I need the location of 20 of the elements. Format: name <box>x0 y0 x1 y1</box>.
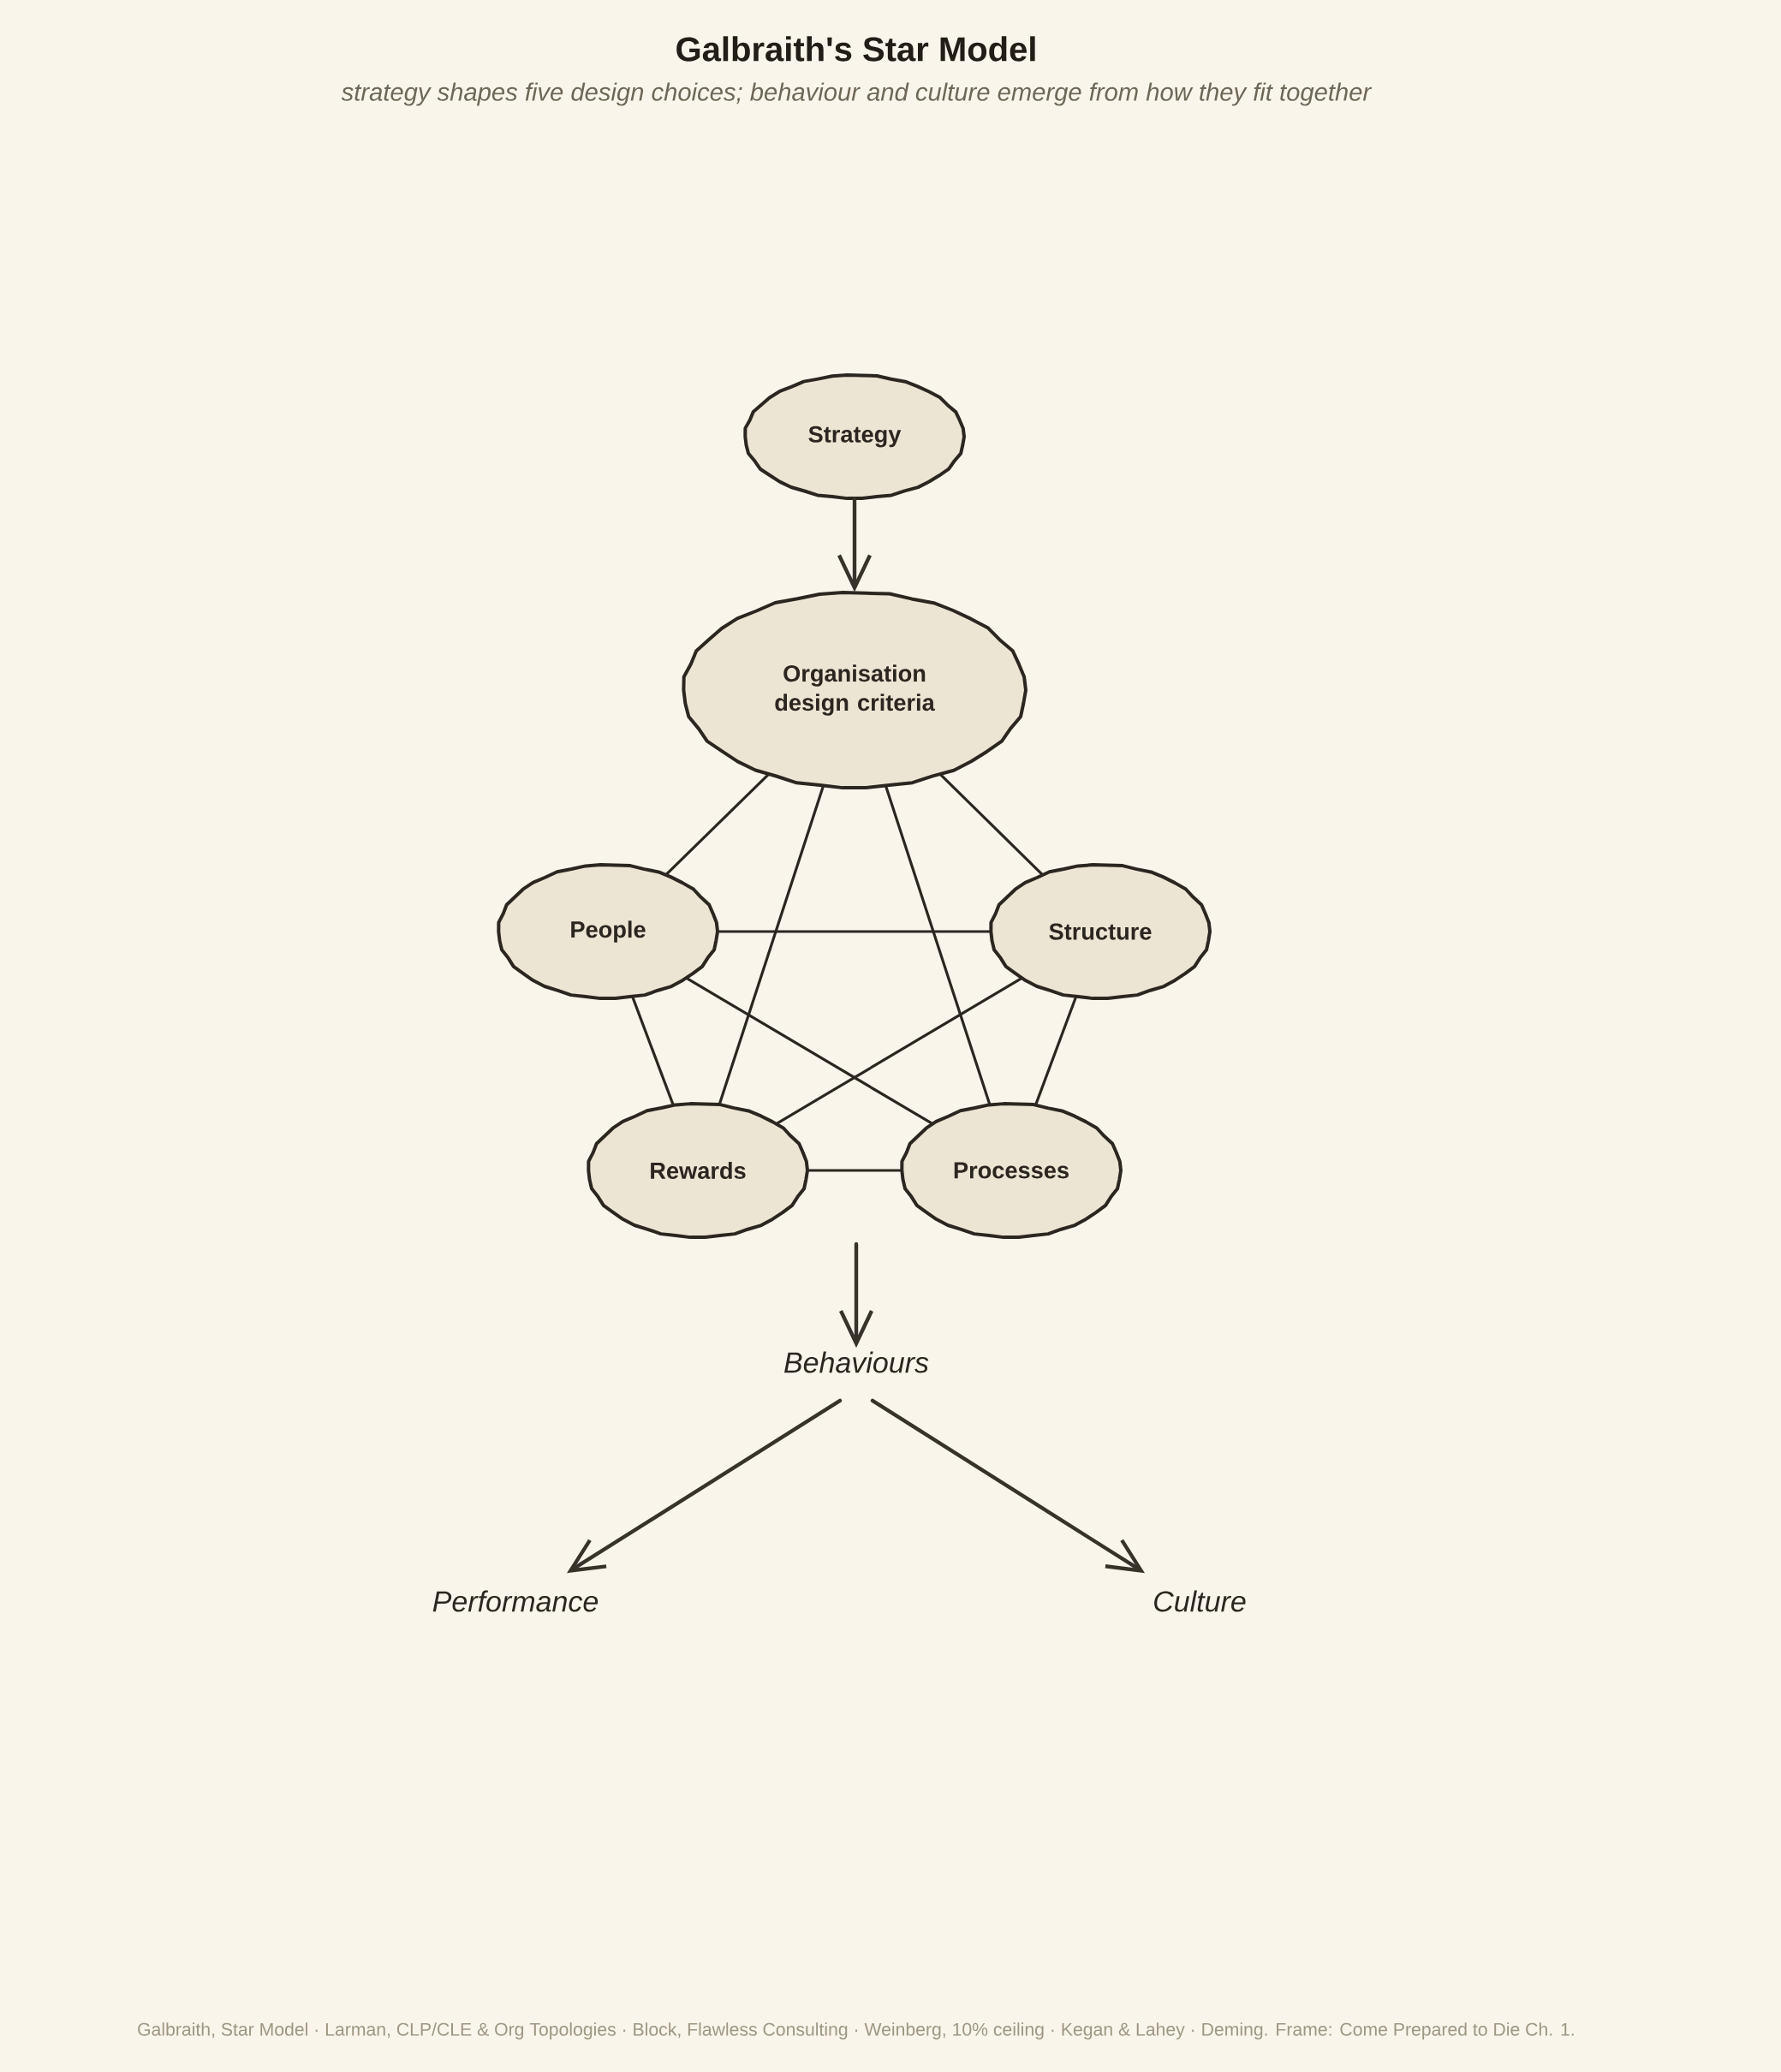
term-label: Performance <box>432 1590 599 1612</box>
connector-line <box>718 784 825 1106</box>
connector-line <box>685 977 934 1126</box>
arrow <box>837 497 872 592</box>
connector-line <box>939 773 1044 877</box>
arrow <box>567 1398 843 1574</box>
arrow <box>870 1398 1145 1574</box>
connector-line <box>806 1169 903 1172</box>
connector-line <box>664 773 770 877</box>
connector-line <box>716 930 992 933</box>
connector-line <box>631 995 675 1107</box>
connector-line <box>1033 995 1078 1107</box>
term-label: Culture <box>1154 1590 1246 1612</box>
source-note: Galbraith, Star Model · Larman, CLP/CLE & Org Topologies · Block, Flawless Consulting · Weinberg, 10% ceiling · Kegan & Lahey · Deming. Frame: Come Prepared to Die Ch. 1. <box>138 2022 1574 2039</box>
connector-line <box>885 784 992 1106</box>
arrow <box>839 1241 873 1349</box>
term-label: Behaviours <box>784 1351 929 1373</box>
subtitle: strategy shapes five design choices; behaviour and culture emerge from how they fit together <box>341 82 1373 106</box>
title: Galbraith's Star Model <box>676 36 1035 62</box>
connector-line <box>775 977 1023 1125</box>
